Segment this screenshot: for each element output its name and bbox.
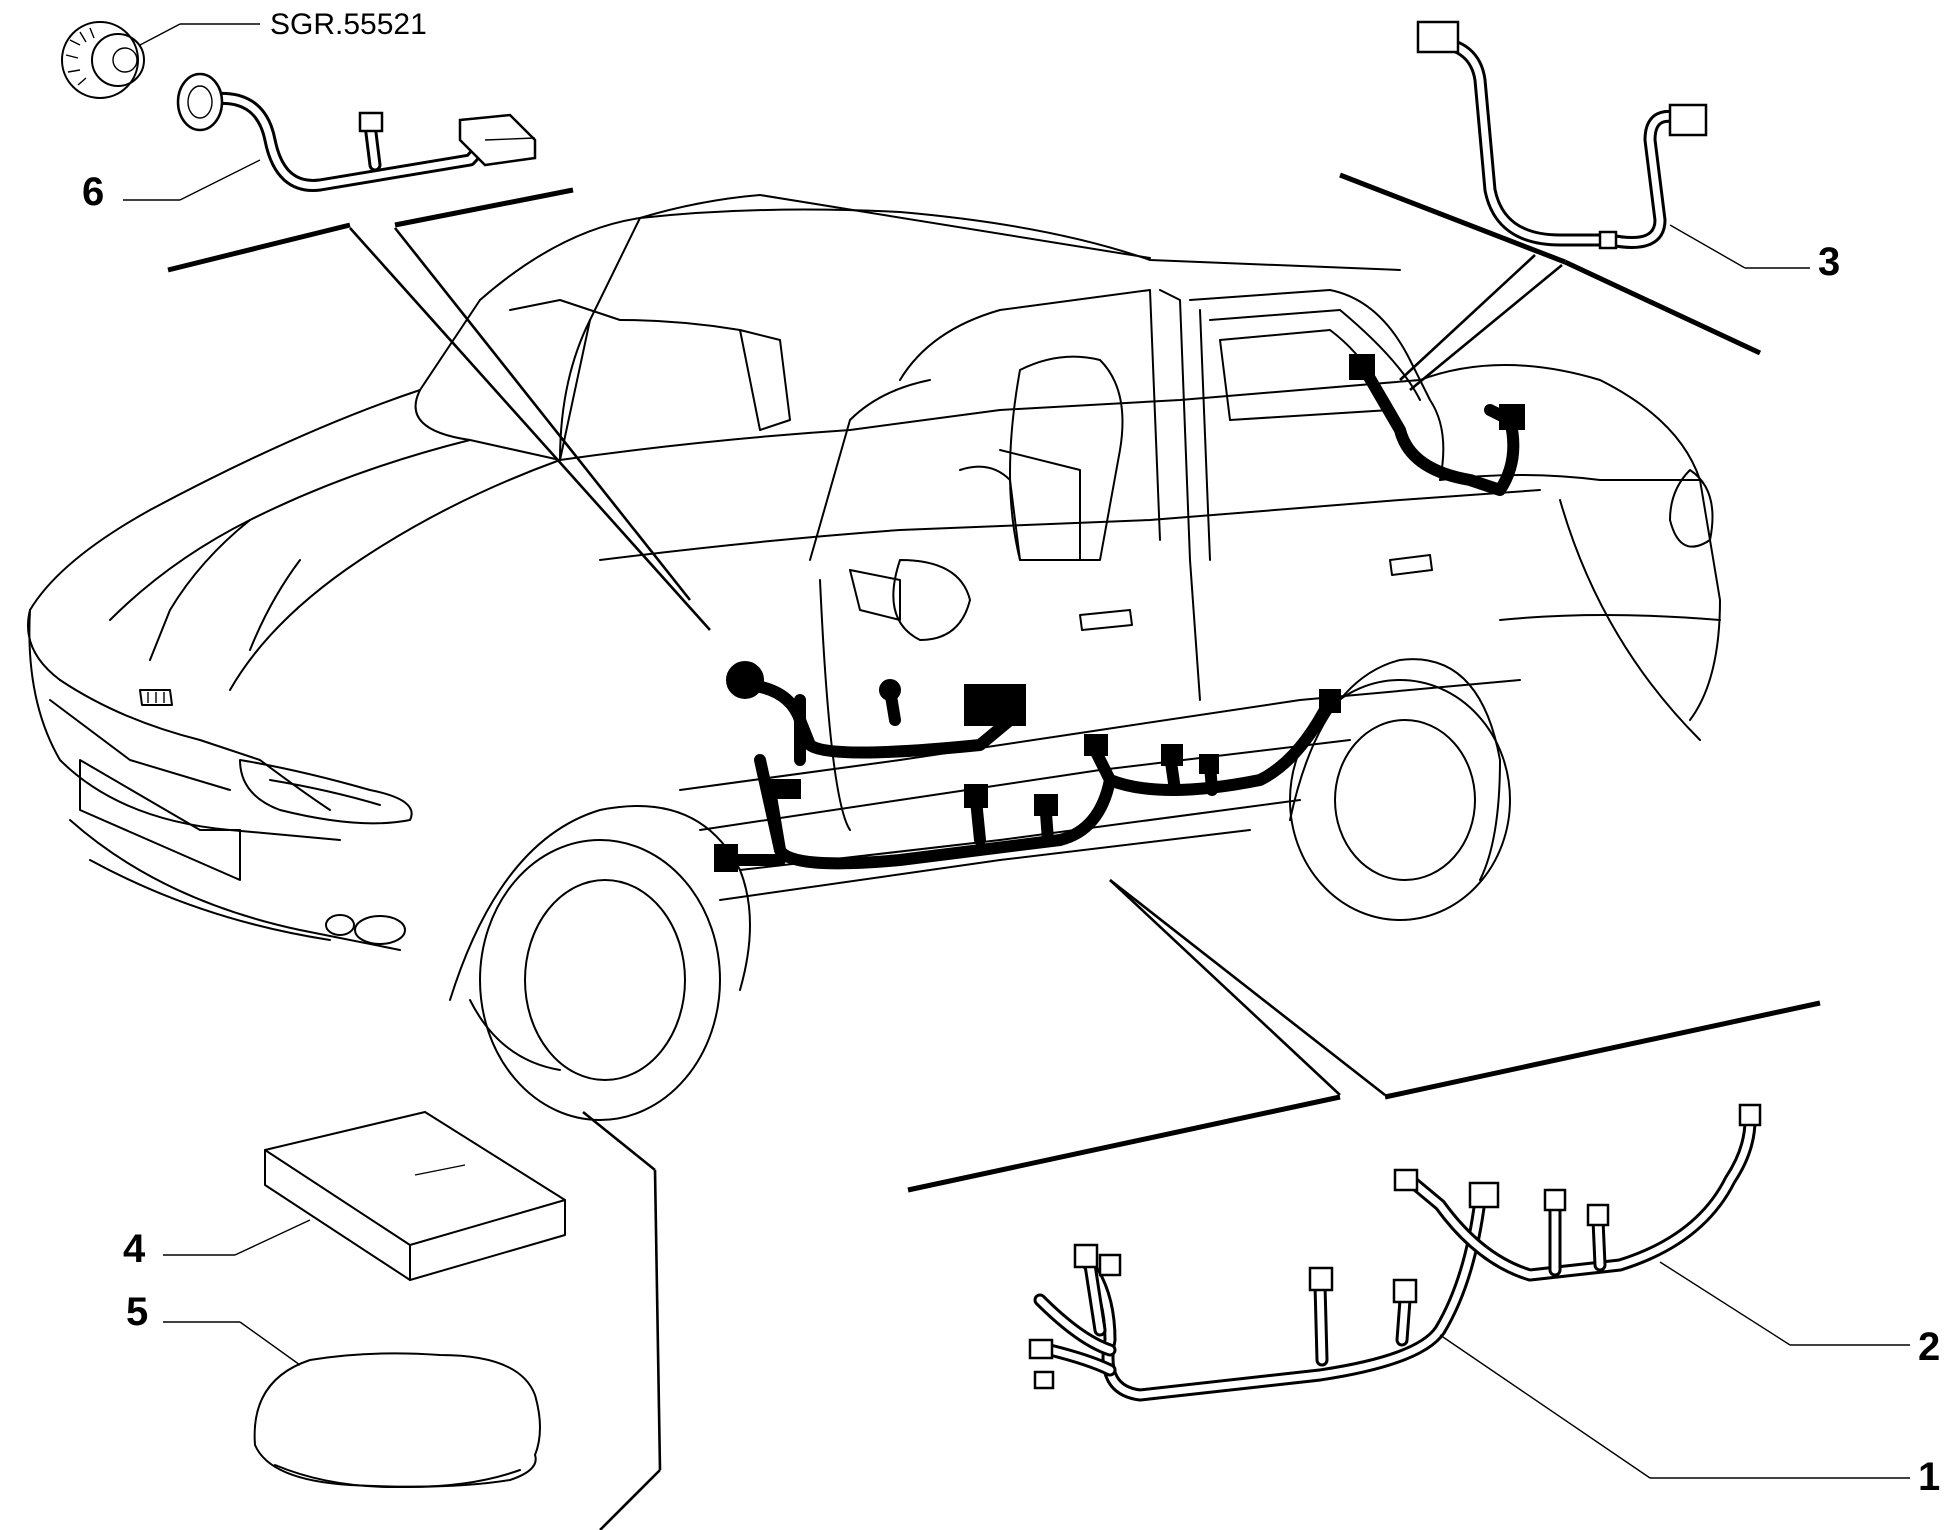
part-6-harness (176, 72, 537, 192)
part-2-harness (1393, 1103, 1762, 1282)
connector-front-round (726, 661, 764, 699)
callout-4: 4 (123, 1227, 146, 1271)
part-6-small-connector (358, 111, 384, 133)
part-3-right-connector (1668, 103, 1708, 137)
callout-1: 1 (1918, 1455, 1940, 1499)
part-1-harness (1028, 1181, 1500, 1402)
part-3-harness (1416, 20, 1708, 250)
leader-lines (167, 172, 1821, 1530)
callout-6: 6 (82, 170, 104, 214)
callout-3: 3 (1818, 240, 1840, 284)
part-3-top-connector (1416, 20, 1460, 54)
part-4-box (264, 1111, 566, 1281)
callout-leaders (123, 159, 1910, 1479)
car-outline (27, 194, 1721, 1121)
callout-5: 5 (126, 1290, 148, 1334)
reference-code: SGR.55521 (270, 8, 427, 41)
part-5-grommet (253, 1352, 541, 1489)
car-harness (714, 354, 1525, 872)
callout-2: 2 (1918, 1325, 1940, 1369)
reference-gear-icon (61, 21, 260, 99)
connector-front-block (964, 684, 1026, 726)
part-6-round-connector (176, 72, 224, 132)
